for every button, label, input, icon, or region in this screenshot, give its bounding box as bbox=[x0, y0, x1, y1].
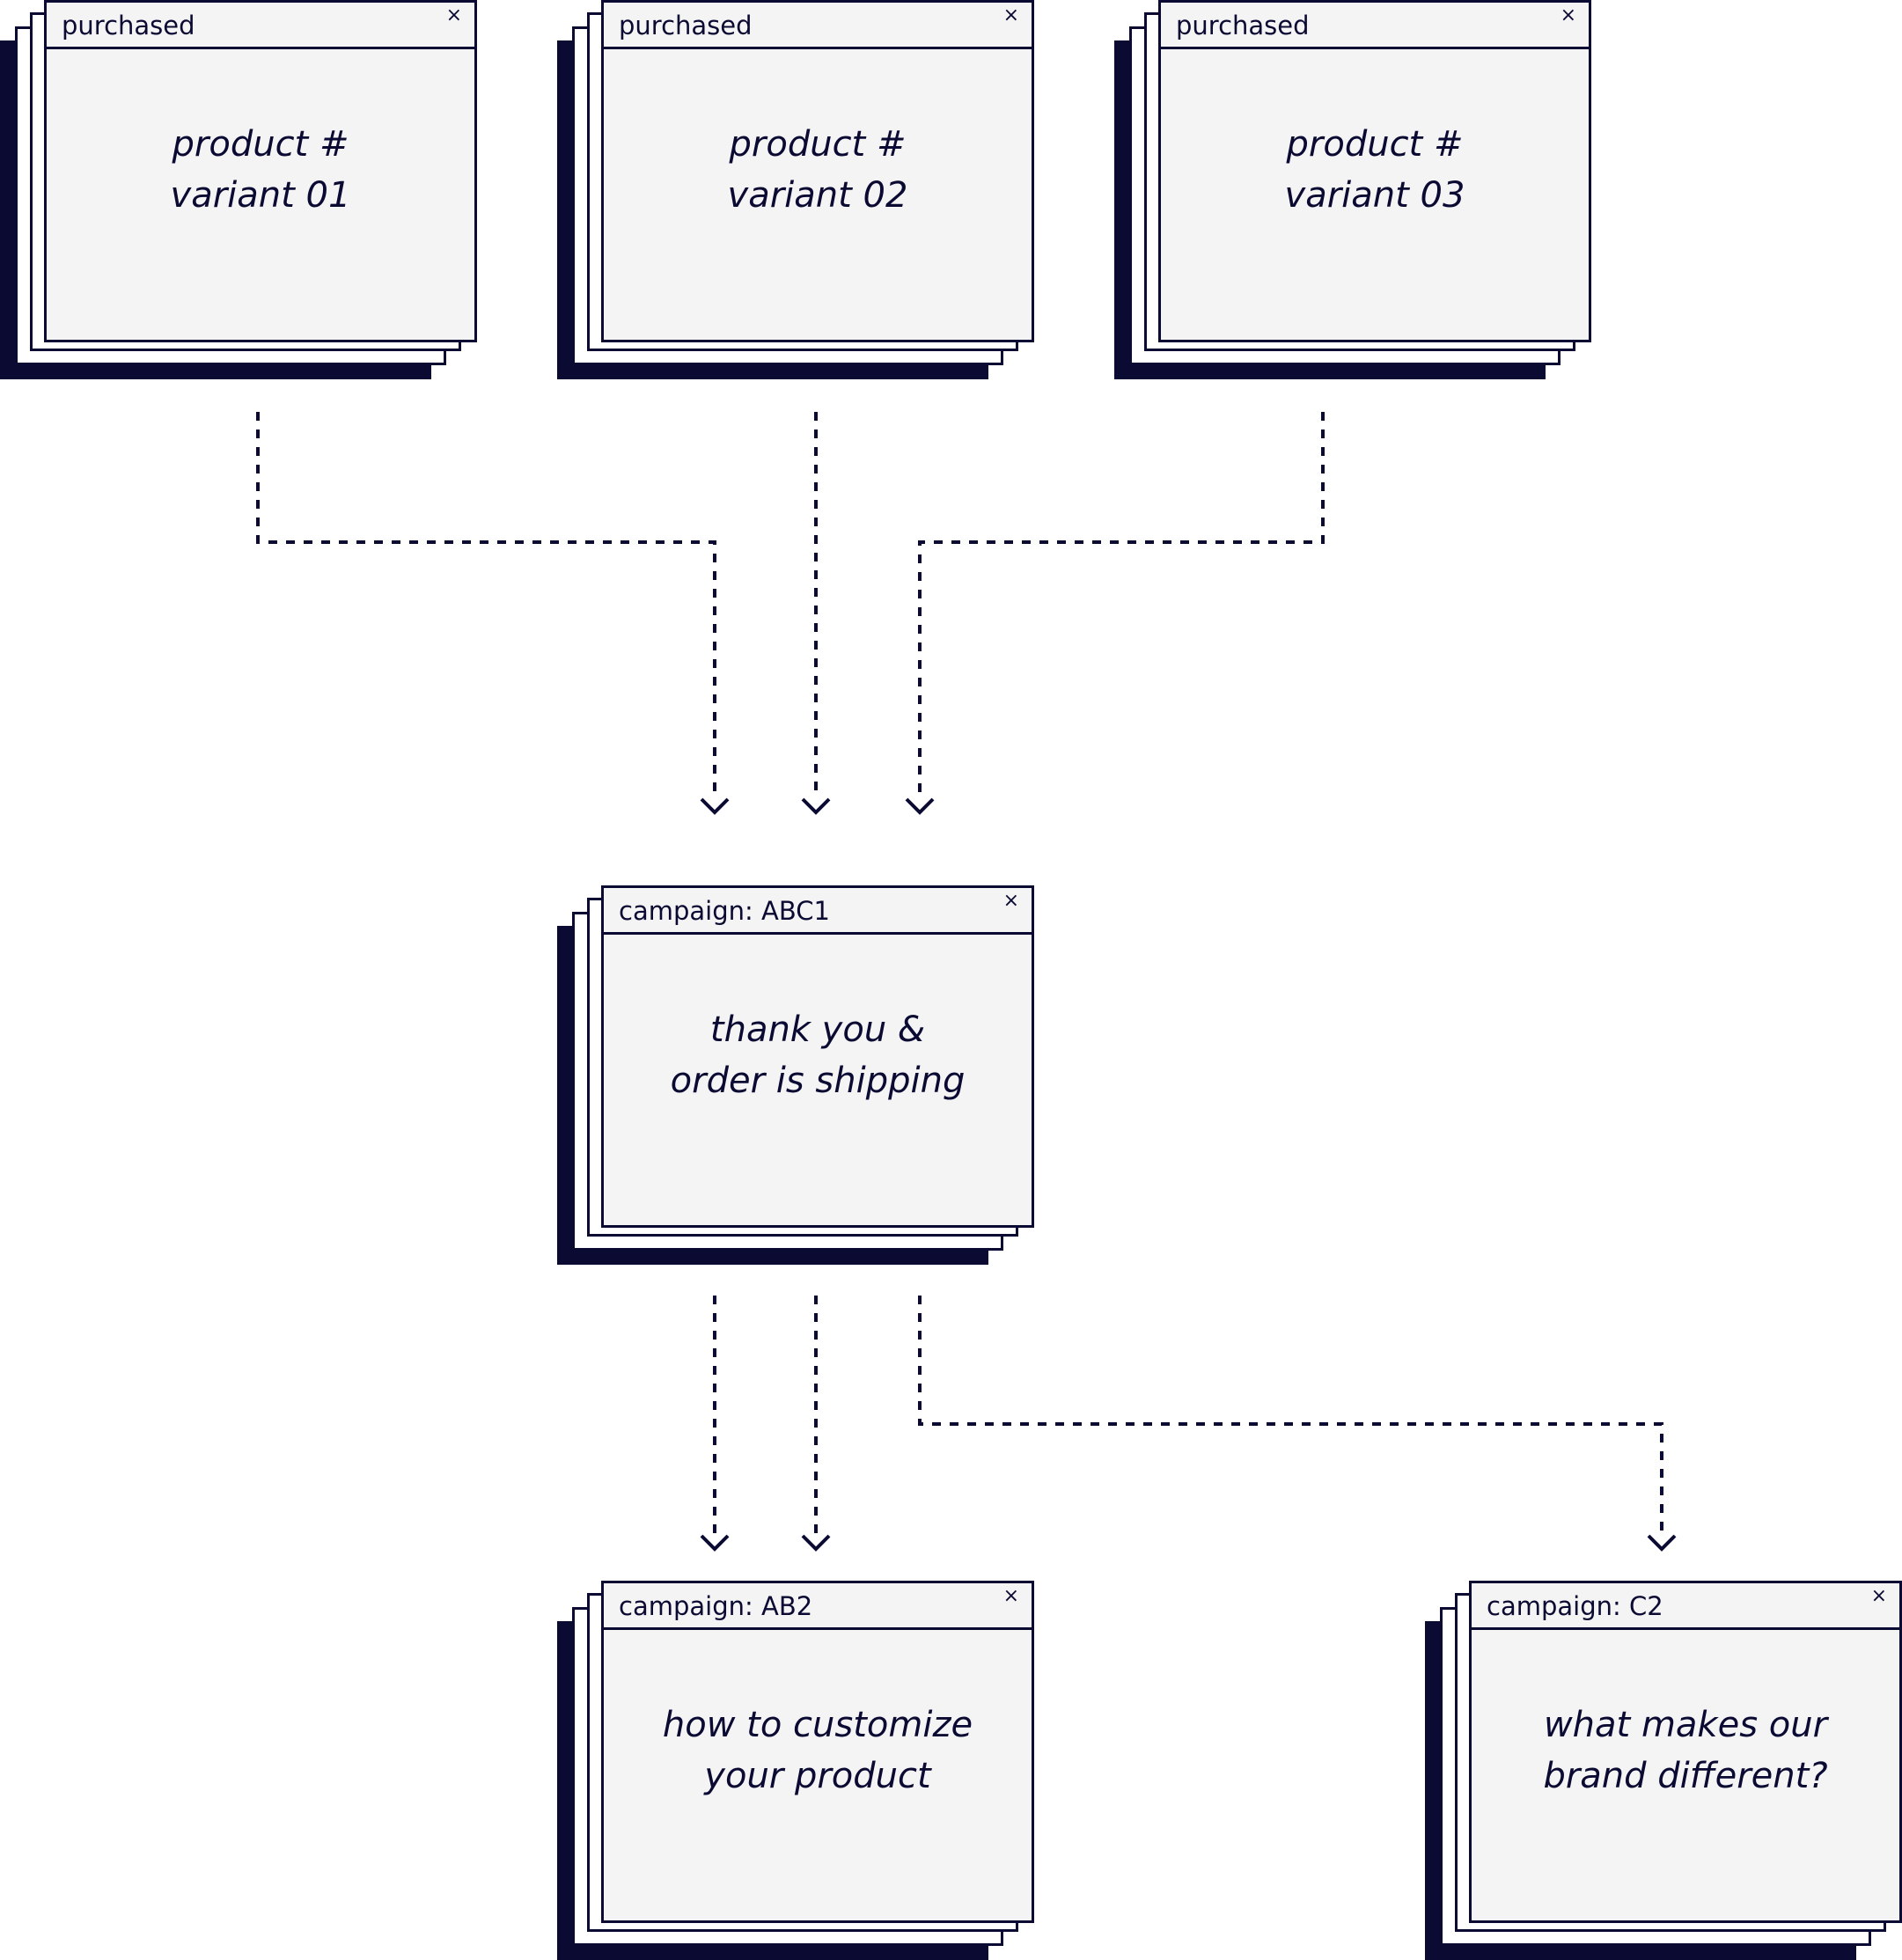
card-tab-label: purchased bbox=[62, 11, 195, 40]
arrowhead-icon bbox=[801, 797, 831, 815]
card-product-variant-03[interactable]: purchased × product # variant 03 bbox=[1114, 0, 1591, 379]
arrowhead-icon bbox=[700, 797, 730, 815]
card-tab-label: campaign: ABC1 bbox=[619, 896, 830, 926]
close-icon[interactable]: × bbox=[1002, 890, 1019, 912]
card-product-variant-01[interactable]: purchased × product # variant 01 bbox=[0, 0, 477, 379]
card-tab-label: campaign: C2 bbox=[1487, 1591, 1663, 1621]
card-text: product # variant 01 bbox=[170, 124, 351, 216]
close-icon[interactable]: × bbox=[1002, 4, 1019, 26]
card-window: purchased × product # variant 01 bbox=[44, 0, 477, 342]
card-titlebar: campaign: ABC1 × bbox=[604, 888, 1032, 935]
card-titlebar: purchased × bbox=[1161, 3, 1589, 49]
arrowhead-icon bbox=[1647, 1534, 1677, 1552]
card-campaign-ab2[interactable]: campaign: AB2 × how to customize your pr… bbox=[557, 1581, 1034, 1960]
close-icon[interactable]: × bbox=[445, 4, 462, 26]
close-icon[interactable]: × bbox=[1870, 1585, 1887, 1607]
card-tab-label: purchased bbox=[619, 11, 753, 40]
card-titlebar: purchased × bbox=[47, 3, 474, 49]
card-campaign-c2[interactable]: campaign: C2 × what makes our brand diff… bbox=[1425, 1581, 1902, 1960]
card-body: product # variant 01 bbox=[47, 49, 474, 340]
card-tab-label: campaign: AB2 bbox=[619, 1591, 813, 1621]
card-window: campaign: ABC1 × thank you & order is sh… bbox=[601, 885, 1034, 1228]
card-body: how to customize your product bbox=[604, 1630, 1032, 1920]
arrowhead-icon bbox=[801, 1534, 831, 1552]
card-text: how to customize your product bbox=[662, 1705, 973, 1796]
arrowhead-icon bbox=[700, 1534, 730, 1552]
connector-variant03-to-abc1 bbox=[918, 412, 1325, 799]
card-window: purchased × product # variant 02 bbox=[601, 0, 1034, 342]
card-titlebar: campaign: C2 × bbox=[1472, 1583, 1899, 1630]
card-titlebar: campaign: AB2 × bbox=[604, 1583, 1032, 1630]
card-text: what makes our brand different? bbox=[1543, 1705, 1828, 1796]
card-body: thank you & order is shipping bbox=[604, 935, 1032, 1225]
close-icon[interactable]: × bbox=[1002, 1585, 1019, 1607]
card-campaign-abc1[interactable]: campaign: ABC1 × thank you & order is sh… bbox=[557, 885, 1034, 1265]
connector-abc1-to-c2 bbox=[918, 1296, 1663, 1536]
arrowhead-icon bbox=[905, 797, 935, 815]
card-text: product # variant 02 bbox=[727, 124, 908, 216]
card-window: purchased × product # variant 03 bbox=[1158, 0, 1591, 342]
card-product-variant-02[interactable]: purchased × product # variant 02 bbox=[557, 0, 1034, 379]
card-text: thank you & order is shipping bbox=[670, 1009, 966, 1101]
card-window: campaign: AB2 × how to customize your pr… bbox=[601, 1581, 1034, 1923]
card-body: product # variant 02 bbox=[604, 49, 1032, 340]
close-icon[interactable]: × bbox=[1560, 4, 1576, 26]
card-tab-label: purchased bbox=[1176, 11, 1310, 40]
card-body: product # variant 03 bbox=[1161, 49, 1589, 340]
card-body: what makes our brand different? bbox=[1472, 1630, 1899, 1920]
connector-variant01-to-abc1 bbox=[256, 412, 716, 799]
card-window: campaign: C2 × what makes our brand diff… bbox=[1469, 1581, 1902, 1923]
card-titlebar: purchased × bbox=[604, 3, 1032, 49]
card-text: product # variant 03 bbox=[1284, 124, 1465, 216]
